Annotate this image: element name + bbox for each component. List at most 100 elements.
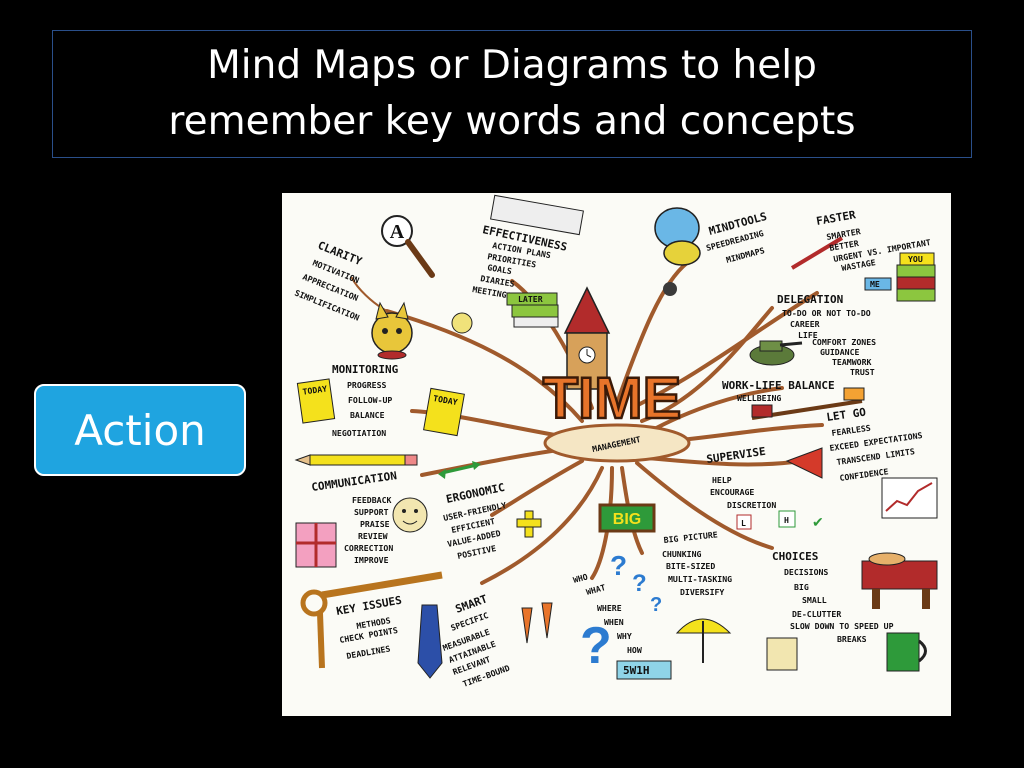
formula-check-icon: ✔ — [812, 514, 824, 530]
mindtools-item-2: MINDMAPS — [725, 245, 766, 265]
key-icon — [300, 571, 443, 669]
branch-lines — [351, 261, 824, 585]
formula-illustration: L H ✔ — [736, 510, 824, 530]
central-topic: TIME MANAGEMENT — [541, 286, 691, 463]
fivew-item-1: WHO — [572, 571, 589, 585]
delegation-item-6: TEAMWORK — [832, 357, 872, 367]
communication-item-3: PRAISE — [360, 519, 390, 529]
face-illustration — [392, 497, 428, 533]
svg-text:?: ? — [580, 617, 612, 675]
supervise-item-3: DISCRETION — [727, 500, 776, 510]
svg-text:?: ? — [610, 550, 627, 581]
worklife-branch: WORK-LIFE BALANCE WELLBEING — [722, 379, 865, 420]
delegation-heading: DELEGATION — [777, 293, 843, 306]
communication-heading: COMMUNICATION — [311, 469, 398, 494]
svg-text:?: ? — [632, 570, 647, 597]
sticky-note-2: TODAY — [423, 387, 465, 437]
mindtools-branch: MINDTOOLS SPEEDREADING MINDMAPS — [654, 207, 768, 296]
mug-icon — [886, 632, 927, 672]
fivew-item-3: WHERE — [597, 603, 622, 613]
delegation-item-3: LIFE — [798, 330, 818, 340]
choices-item-6: BREAKS — [837, 634, 867, 644]
action-button[interactable]: Action — [34, 384, 246, 476]
stacked-books-illustration: YOU ME — [864, 252, 936, 302]
letgo-heading: LET GO — [826, 406, 868, 424]
communication-item-1: FEEDBACK — [352, 495, 392, 505]
keyissues-item-3: DEADLINES — [346, 643, 391, 661]
clarity-branch: A CLARITY MOTIVATION APPRECIATION SIMPLI… — [293, 215, 473, 360]
center-word: TIME — [543, 366, 682, 431]
question-marks-icon: ? ? ? ? — [580, 550, 662, 675]
communication-item-2: SUPPORT — [354, 507, 389, 517]
megaphone-icon — [785, 447, 823, 479]
delegation-item-1: TO-DO OR NOT TO-DO — [782, 308, 871, 318]
pencil-illustration — [294, 454, 418, 466]
formula-h: H — [784, 515, 789, 525]
magnifier-letter: A — [390, 221, 405, 243]
fivew-item-5: WHY — [617, 631, 632, 641]
bigpicture-item-1: BIG PICTURE — [663, 529, 718, 545]
delegation-item-7: TRUST — [850, 367, 875, 377]
communication-item-6: IMPROVE — [354, 555, 389, 565]
keyissues-heading: KEY ISSUES — [335, 594, 402, 618]
choices-item-2: BIG — [794, 582, 809, 592]
choices-branch: CHOICES DECISIONS BIG SMALL DE-CLUTTER S… — [766, 550, 938, 672]
choices-item-5: SLOW DOWN TO SPEED UP — [790, 621, 894, 631]
book-you: YOU — [908, 254, 923, 264]
monitoring-branch: MONITORING PROGRESS FOLLOW-UP BALANCE NE… — [294, 363, 465, 466]
tower-illustration — [563, 286, 611, 390]
tank-illustration — [749, 340, 803, 366]
fivew-item-4: WHEN — [604, 617, 624, 627]
fivew-item-2: WHAT — [585, 582, 607, 597]
monitoring-item-3: BALANCE — [350, 410, 385, 420]
letgo-branch: LET GO FEARLESS EXCEED EXPECTATIONS TRAN… — [826, 406, 938, 519]
double-arrow-icon — [438, 461, 481, 479]
choices-item-1: DECISIONS — [784, 567, 828, 577]
formula-l: L — [741, 518, 746, 528]
beach-umbrella-icon — [675, 618, 732, 663]
letgo-item-1: FEARLESS — [831, 423, 872, 438]
communication-item-5: CORRECTION — [344, 543, 393, 553]
faster-branch: FASTER SMARTER BETTER URGENT VS. IMPORTA… — [790, 208, 936, 302]
mind-map-illustration: TIME MANAGEMENT A CLARITY MOTIVATION APP… — [282, 193, 951, 716]
bigpicture-item-5: DIVERSIFY — [680, 587, 724, 597]
delegation-branch: DELEGATION TO-DO OR NOT TO-DO CAREER LIF… — [749, 293, 876, 377]
faster-heading: FASTER — [815, 208, 857, 228]
cup-illustration — [766, 637, 798, 671]
fivew-branch: WHO WHAT WHERE WHEN WHY HOW ? ? ? ? 5W1H — [572, 550, 732, 680]
mind-map-canvas: TIME MANAGEMENT A CLARITY MOTIVATION APP… — [293, 194, 938, 689]
supervise-item-1: HELP — [712, 475, 732, 485]
delegation-item-4: COMFORT ZONES — [812, 337, 876, 347]
effectiveness-item-3: GOALS — [487, 262, 513, 276]
supervise-branch: SUPERVISE HELP ENCOURAGE DISCRETION L H … — [706, 445, 824, 530]
big-sign: BIG — [613, 511, 641, 528]
svg-text:?: ? — [650, 594, 662, 616]
growth-chart-illustration — [881, 477, 938, 519]
communication-item-4: REVIEW — [358, 531, 388, 541]
delegation-item-5: GUIDANCE — [820, 347, 860, 357]
ergonomic-branch: ERGONOMIC USER-FRIENDLY EFFICIENT VALUE-… — [442, 481, 542, 561]
books-illustration: LATER — [506, 292, 559, 328]
choices-item-3: SMALL — [802, 595, 827, 605]
fivew-item-6: HOW — [627, 645, 642, 655]
monitoring-item-4: NEGOTIATION — [332, 428, 386, 438]
sticky-note-1: TODAY — [296, 378, 336, 424]
carrots-icon — [521, 602, 553, 644]
sticky-note-1-label: TODAY — [302, 383, 328, 396]
title-line-2: remember key words and concepts — [168, 99, 856, 144]
sticky-note-2-label: TODAY — [432, 393, 458, 407]
book-label-later: LATER — [518, 294, 543, 304]
choices-item-4: DE-CLUTTER — [792, 609, 841, 619]
cat-illustration — [371, 301, 473, 360]
seesaw-illustration — [751, 387, 865, 420]
monitoring-item-2: FOLLOW-UP — [348, 395, 392, 405]
gift-icon — [295, 522, 337, 568]
smart-branch: SMART SPECIFIC MEASURABLE ATTAINABLE REL… — [417, 592, 553, 689]
worklife-heading: WORK-LIFE BALANCE — [722, 379, 835, 392]
effectiveness-branch: EFFECTIVENESS ACTION PLANS PRIORITIES GO… — [472, 194, 584, 328]
cross-icon — [516, 510, 542, 538]
monitoring-heading: MONITORING — [332, 363, 399, 376]
slide-title: Mind Maps or Diagrams to help remember k… — [52, 30, 972, 158]
title-line-1: Mind Maps or Diagrams to help — [207, 43, 817, 88]
bigpicture-item-4: MULTI-TASKING — [668, 574, 732, 584]
